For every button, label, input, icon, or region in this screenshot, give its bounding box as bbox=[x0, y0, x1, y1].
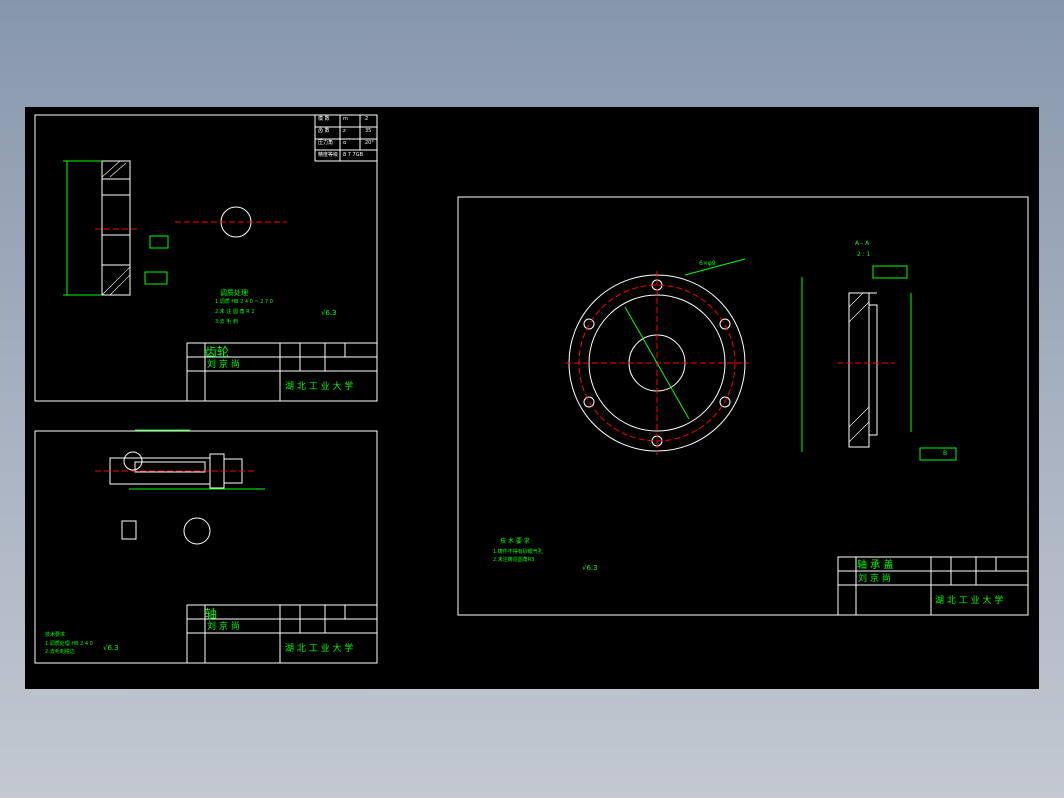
gear-table-cell: 35 bbox=[365, 128, 372, 134]
gear-tech-line: 2.未 注 圆 角 R 2 bbox=[215, 309, 255, 315]
shaft-tech-line: 1.调质处理 HB 2 4 0 bbox=[45, 641, 93, 647]
shaft-roughness-symbol: √6.3 bbox=[103, 644, 119, 652]
cover-title-block bbox=[837, 556, 1029, 616]
gear-drawn-by: 刘 京 尚 bbox=[207, 360, 240, 370]
gear-school: 湖 北 工 业 大 学 bbox=[285, 382, 354, 392]
drawing-svg bbox=[34, 114, 1029, 664]
shaft-sheet-border bbox=[34, 430, 378, 664]
gear-table-cell: 8 7 7GB bbox=[343, 152, 364, 158]
cover-sheet-border bbox=[457, 196, 1029, 616]
gear-roughness-symbol: √6.3 bbox=[321, 309, 337, 317]
gear-tech-title: 调质处理 bbox=[220, 289, 248, 297]
cover-tech-title: 技 术 要 求 bbox=[500, 538, 530, 545]
cover-hole-note: 6×φ9 bbox=[699, 260, 716, 267]
gear-param-table bbox=[314, 114, 378, 162]
cover-school: 湖 北 工 业 大 学 bbox=[935, 596, 1004, 606]
shaft-tech-line: 2.去毛刺锐边 bbox=[45, 649, 75, 655]
cover-tech-line: 2.未注铸造圆角R3 bbox=[493, 557, 535, 563]
gear-tech-line: 1.调质 HB 2 4 0 ~ 2 7 0 bbox=[215, 299, 273, 305]
cover-section-label: A - A bbox=[855, 240, 870, 247]
gear-table-cell: 压力角 bbox=[318, 140, 334, 146]
cover-drawn-by: 刘 京 尚 bbox=[858, 574, 891, 584]
gear-table-cell: m bbox=[343, 116, 348, 122]
cad-drawing-canvas[interactable]: 齿轮 刘 京 尚 湖 北 工 业 大 学 模 数 m 2 齿 数 z 35 压力… bbox=[25, 107, 1039, 689]
gear-table-cell: 2 bbox=[365, 116, 369, 122]
cover-tech-line: 1.铸件不得有砂眼气孔 bbox=[493, 549, 543, 555]
gear-tech-line: 3.去 毛 刺 bbox=[215, 319, 238, 325]
shaft-title: 轴 bbox=[205, 607, 218, 621]
gear-table-cell: 20° bbox=[365, 140, 374, 146]
gear-table-cell: 齿 数 bbox=[318, 128, 330, 134]
shaft-tech-title: 技术要求 bbox=[45, 632, 66, 638]
cover-datum-label: B bbox=[943, 450, 948, 457]
gear-table-cell: 模 数 bbox=[318, 116, 330, 122]
cover-scale-label: 2 : 1 bbox=[857, 251, 871, 258]
gear-table-cell: 精度等级 bbox=[318, 152, 339, 158]
cover-roughness-symbol: √6.3 bbox=[582, 564, 598, 572]
gear-table-cell: z bbox=[343, 128, 346, 134]
shaft-drawn-by: 刘 京 尚 bbox=[207, 622, 240, 632]
gear-table-cell: α bbox=[343, 140, 347, 146]
gear-title: 齿轮 bbox=[205, 345, 230, 359]
cover-title: 轴 承 盖 bbox=[857, 560, 894, 571]
shaft-title-block bbox=[186, 604, 378, 664]
shaft-school: 湖 北 工 业 大 学 bbox=[285, 644, 354, 654]
gear-title-block bbox=[186, 342, 378, 402]
